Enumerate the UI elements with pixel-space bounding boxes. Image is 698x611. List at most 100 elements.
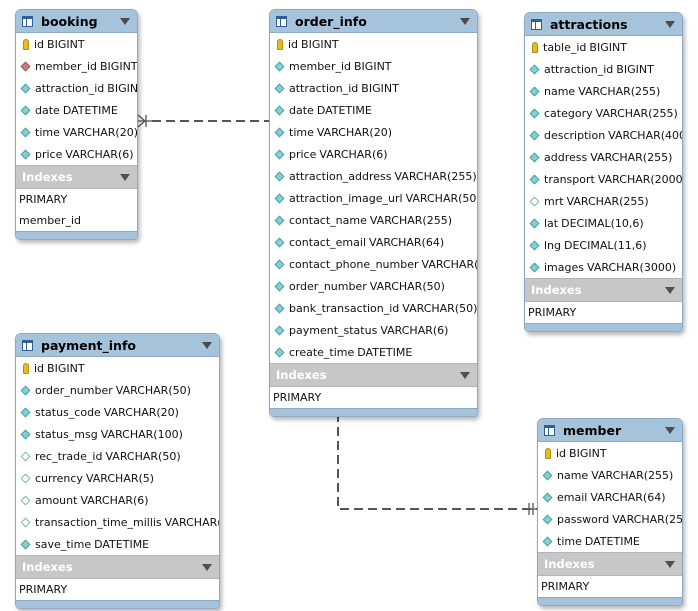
column-name: save_time [35, 537, 92, 551]
collapse-toggle-icon[interactable] [460, 18, 470, 25]
column-name: price [35, 147, 63, 161]
column-name: transaction_time_millis [35, 515, 162, 529]
table-icon [531, 18, 542, 30]
indexes-header[interactable]: Indexes [16, 165, 137, 189]
primary-key-icon [545, 447, 551, 459]
collapse-toggle-icon[interactable] [202, 342, 212, 349]
column-icon [274, 281, 285, 291]
column-name: images [544, 260, 584, 274]
column-name: name [544, 84, 576, 98]
nullable-column-icon [20, 451, 31, 461]
table-header[interactable]: booking [16, 10, 137, 33]
table-header[interactable]: attractions [525, 13, 682, 36]
index-row[interactable]: PRIMARY [16, 579, 219, 600]
column-name: lat [544, 216, 559, 230]
collapse-toggle-icon[interactable] [120, 18, 130, 25]
index-row[interactable]: PRIMARY [16, 189, 137, 210]
column-icon [529, 262, 540, 272]
index-row[interactable]: PRIMARY [538, 576, 682, 597]
indexes-header[interactable]: Indexes [16, 555, 219, 579]
column-name: create_time [289, 345, 355, 359]
table-header[interactable]: member [538, 419, 682, 442]
column-name: member_id [289, 59, 352, 73]
indexes-header[interactable]: Indexes [538, 552, 682, 576]
indexes-header[interactable]: Indexes [270, 363, 477, 387]
table-header[interactable]: order_info [270, 10, 477, 33]
index-row[interactable]: member_id [16, 210, 137, 231]
column-icon [542, 492, 553, 502]
column-type: BIGINT [616, 62, 654, 76]
collapse-toggle-icon[interactable] [120, 174, 130, 181]
table-header[interactable]: payment_info [16, 334, 219, 357]
collapse-toggle-icon[interactable] [665, 561, 675, 568]
column-name: address [544, 150, 588, 164]
column-icon [274, 127, 285, 137]
column-icon [274, 347, 285, 357]
collapse-toggle-icon[interactable] [665, 21, 675, 28]
column-type: VARCHAR(255) [369, 213, 452, 227]
index-row[interactable]: PRIMARY [270, 387, 477, 408]
indexes-header[interactable]: Indexes [525, 278, 682, 302]
index-row[interactable]: PRIMARY [525, 302, 682, 323]
collapse-toggle-icon[interactable] [460, 372, 470, 379]
collapse-toggle-icon[interactable] [665, 287, 675, 294]
collapse-toggle-icon[interactable] [665, 427, 675, 434]
column-name: contact_email [289, 235, 366, 249]
column-name: attraction_id [544, 62, 614, 76]
collapse-toggle-icon[interactable] [202, 564, 212, 571]
column-name: mrt [544, 194, 564, 208]
